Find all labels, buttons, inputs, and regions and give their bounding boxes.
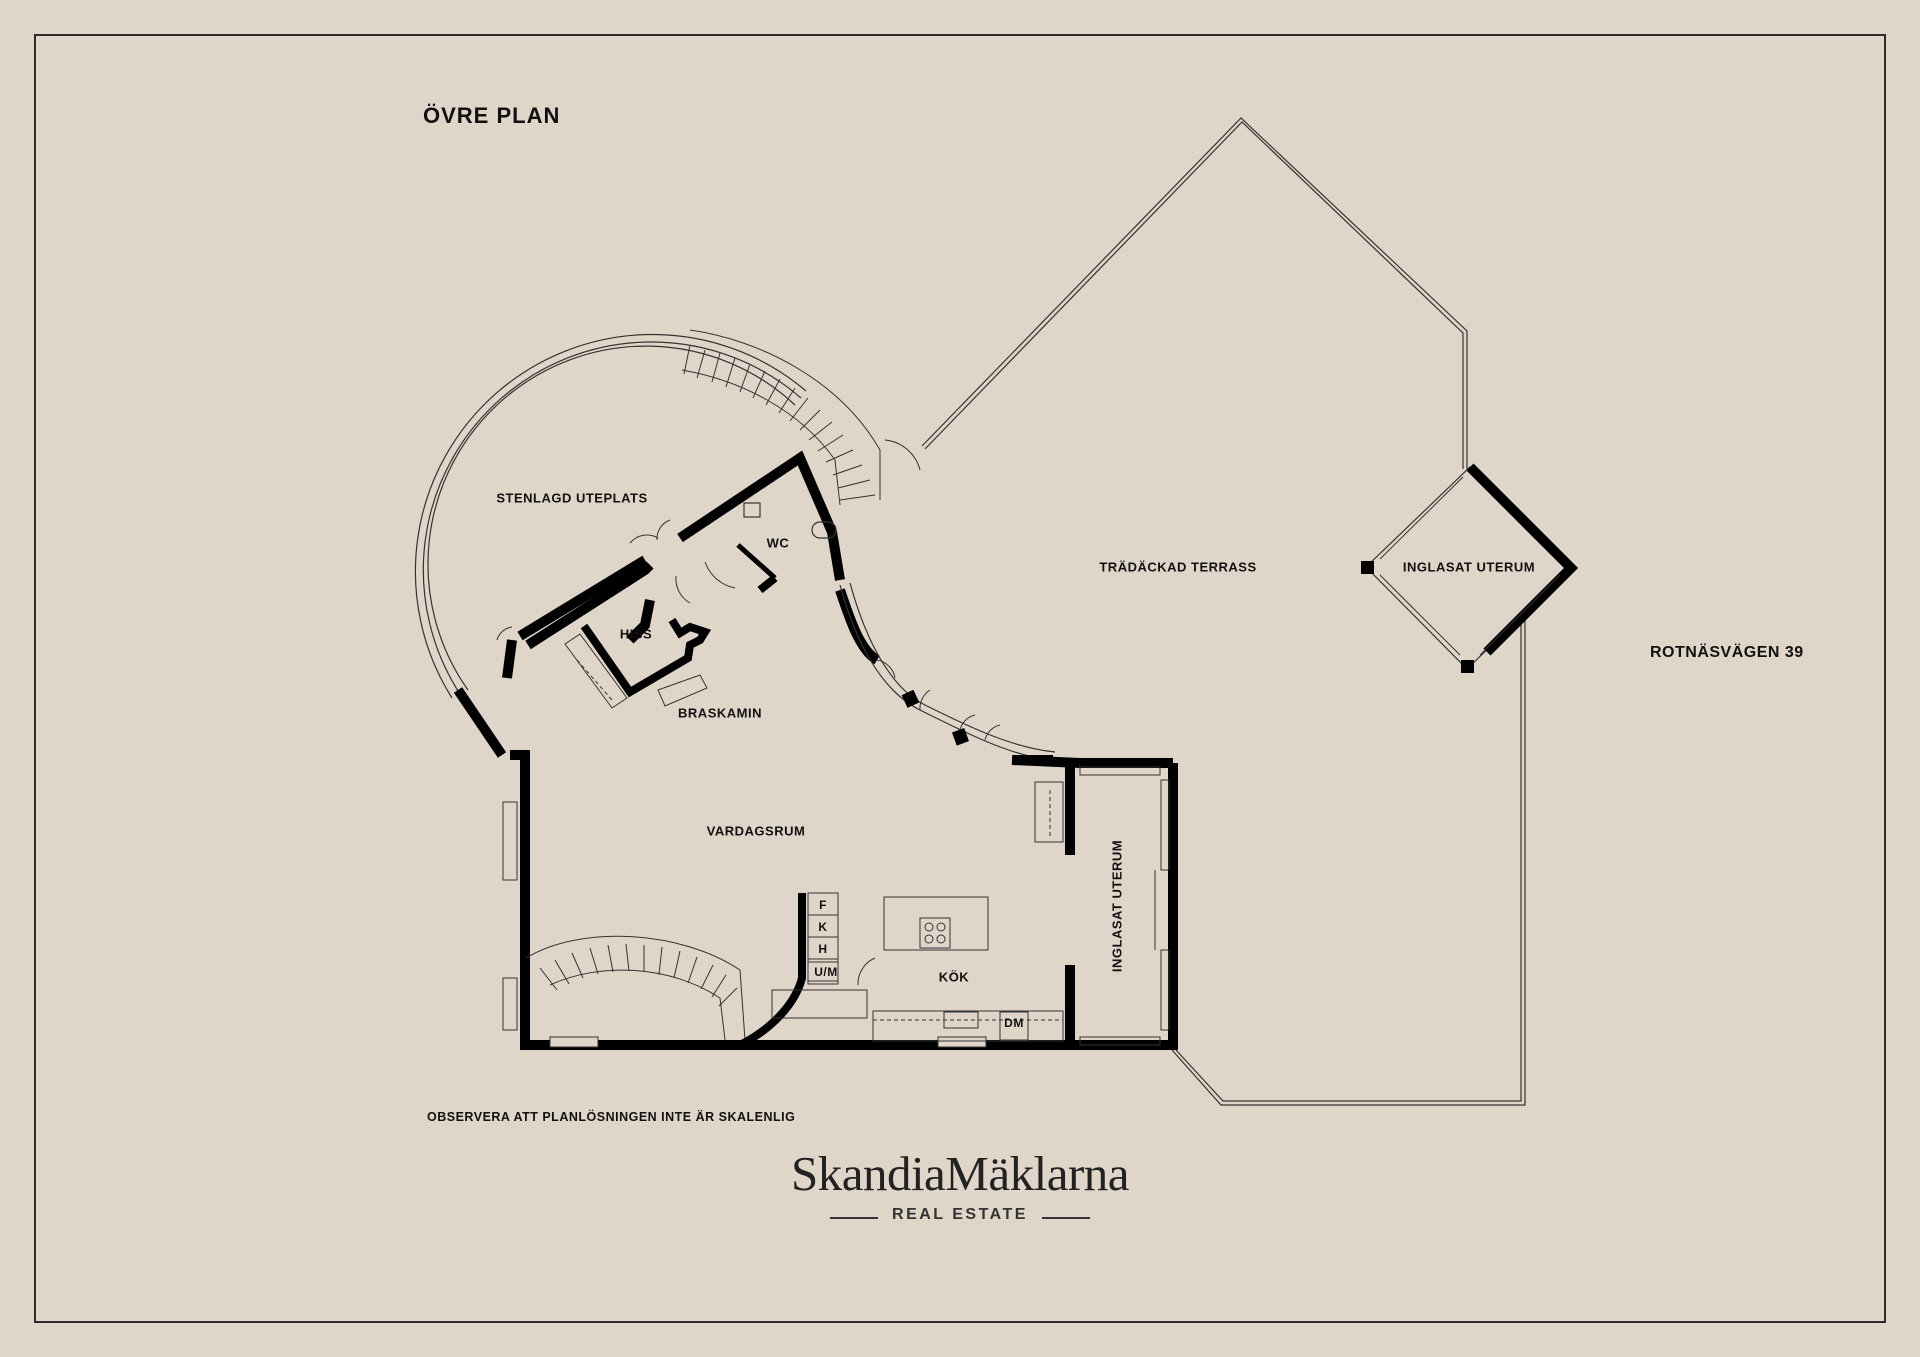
appliance-label-um: U/M	[814, 965, 838, 979]
page-frame	[34, 34, 1886, 1323]
curved-glass-wall	[839, 582, 1056, 761]
appliance-column	[738, 892, 839, 1049]
kitchen-counter	[771, 957, 1064, 1042]
door-swings	[496, 519, 1001, 741]
patio-outline	[414, 333, 807, 699]
brand-tagline: REAL ESTATE	[830, 1206, 1090, 1228]
lower-stair	[525, 935, 746, 1041]
left-sunroom-glazing	[1079, 766, 1170, 1046]
living-room-windows	[502, 801, 987, 1048]
tagline-rule-left	[830, 1217, 878, 1219]
wc-fixtures	[736, 502, 837, 594]
room-label-hiss: HISS	[619, 626, 653, 642]
appliance-label-dm: DM	[1004, 1016, 1024, 1030]
brand-logo: SkandiaMäklarna	[790, 1146, 1130, 1201]
scale-disclaimer: OBSERVERA ATT PLANLÖSNINGEN INTE ÄR SKAL…	[427, 1110, 796, 1124]
fireplace-alcove	[1034, 781, 1064, 843]
room-label-kok: KÖK	[938, 969, 970, 985]
room-label-braskamin: BRASKAMIN	[678, 705, 762, 721]
tagline-text: REAL ESTATE	[892, 1206, 1028, 1223]
upper-stair	[681, 329, 921, 506]
appliance-label-f: F	[819, 898, 827, 912]
street-address: ROTNÄSVÄGEN 39	[1650, 644, 1804, 661]
plan-title: ÖVRE PLAN	[423, 103, 561, 128]
exterior-walls	[453, 450, 1178, 1050]
braskamin-hearth	[564, 633, 708, 709]
appliance-label-h: H	[818, 942, 828, 956]
room-label-wc: WC	[766, 535, 790, 551]
room-label-inglasat-uterum-left: INGLASAT UTERUM	[1109, 839, 1125, 973]
kitchen-island	[883, 896, 989, 951]
room-label-inglasat-uterum-right: INGLASAT UTERUM	[1402, 559, 1536, 575]
tagline-rule-right	[1042, 1217, 1090, 1219]
room-label-vardagsrum: VARDAGSRUM	[706, 823, 806, 839]
room-label-stenlagd-uteplats: STENLAGD UTEPLATS	[496, 490, 648, 506]
hiss-shaft	[580, 617, 712, 698]
appliance-label-k: K	[818, 920, 828, 934]
room-label-tradackad-terrass: TRÄDÄCKAD TERRASS	[1099, 559, 1257, 575]
wall-posts	[901, 689, 1053, 765]
right-sunroom	[1361, 463, 1579, 673]
terrace-outline	[921, 117, 1526, 1106]
